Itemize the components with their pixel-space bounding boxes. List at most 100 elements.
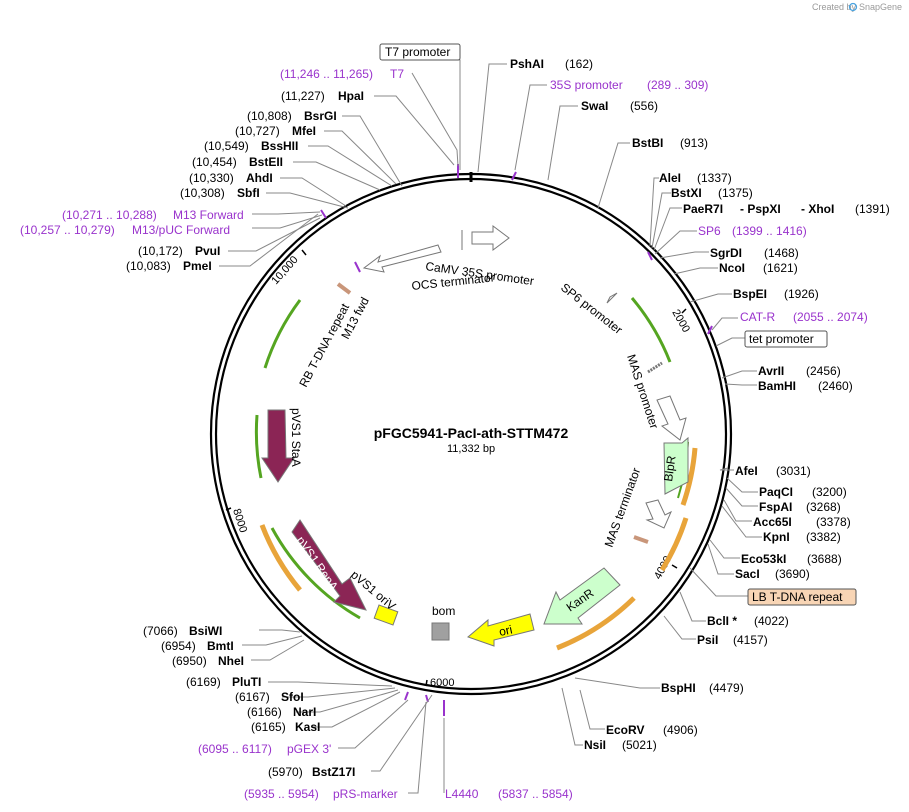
enzyme-bsiwi-pos: (7066) xyxy=(143,624,178,638)
enzyme-mfei-name: MfeI xyxy=(292,124,316,138)
enzyme-kasi-pos: (6165) xyxy=(251,720,286,734)
enzyme-pmei-name: PmeI xyxy=(183,259,212,273)
primer-marks xyxy=(320,164,713,716)
orange-arc-right-1 xyxy=(680,447,698,506)
enzyme-nhei-pos: (6950) xyxy=(172,654,207,668)
ocs-terminator-arrow xyxy=(362,244,442,273)
enzyme-bstxi-name: BstXI xyxy=(671,186,702,200)
enzyme-psii-pos: (4157) xyxy=(733,633,768,647)
orange-arc-left xyxy=(259,524,302,592)
enzyme-swai-name: SwaI xyxy=(581,99,608,113)
lb-tdna-label: LB T-DNA repeat xyxy=(752,590,843,604)
enzyme-pvui-pos: (10,172) xyxy=(138,244,183,258)
primer-catr-name: CAT-R xyxy=(740,310,775,324)
mas-terminator-arrow xyxy=(645,499,673,529)
enzyme-kpni-pos: (3382) xyxy=(806,530,841,544)
sp6-promoter-label: SP6 promoter xyxy=(558,280,625,337)
enzyme-bmti-pos: (6954) xyxy=(161,639,196,653)
tick-marks xyxy=(225,249,687,687)
plasmid-length: 11,332 bp xyxy=(447,443,495,455)
blpr-label: BlpR xyxy=(661,454,679,482)
enzyme-ncoi-pos: (1621) xyxy=(763,261,798,275)
blpr-arrow xyxy=(663,436,689,495)
lb-tdna-box: LB T-DNA repeat xyxy=(747,588,857,606)
ori-arrow xyxy=(467,613,535,647)
enzyme-pspxi-name: - PspXI xyxy=(740,202,781,216)
green-arc-left-upper xyxy=(263,299,302,369)
enzyme-alei-pos: (1337) xyxy=(697,171,732,185)
rb-tdna-mark xyxy=(336,282,352,295)
enzyme-xhoi-pos: (1391) xyxy=(855,202,890,216)
enzyme-bcli-name: BclI * xyxy=(707,614,737,628)
primer-l4440-name: L4440 xyxy=(445,787,479,801)
enzyme-bsphi-pos: (4479) xyxy=(709,681,744,695)
primer-m13-name: M13 Forward xyxy=(173,208,244,222)
enzyme-psii-name: PsiI xyxy=(697,633,718,647)
enzyme-bstz17i-pos: (5970) xyxy=(268,765,303,779)
pvs1-repa-arrow xyxy=(291,519,367,611)
enzyme-pvui-name: PvuI xyxy=(195,244,220,258)
orange-arc-right-2 xyxy=(659,517,689,572)
primer-catr-pos: (2055 .. 2074) xyxy=(793,310,868,324)
enzyme-ecorv-pos: (4906) xyxy=(663,723,698,737)
green-arc-top-right xyxy=(630,297,672,363)
tet-promoter-box: tet promoter xyxy=(744,330,828,348)
enzyme-ahdi-pos: (10,330) xyxy=(189,171,234,185)
enzyme-swai-pos: (556) xyxy=(630,99,658,113)
enzyme-afei-name: AfeI xyxy=(735,464,758,478)
enzyme-hpai-pos: (11,227) xyxy=(281,89,325,103)
enzyme-bmti-name: BmtI xyxy=(207,639,234,653)
mas-promoter-hatch xyxy=(647,361,663,374)
ocs-terminator-label: OCS terminator xyxy=(411,270,495,293)
enzyme-nsii-pos: (5021) xyxy=(622,738,657,752)
enzyme-bspei-pos: (1926) xyxy=(784,287,819,301)
enzyme-paqci-pos: (3200) xyxy=(812,485,847,499)
enzyme-alei-name: AleI xyxy=(659,171,681,185)
t7-promoter-box: T7 promoter xyxy=(379,43,461,61)
enzyme-bstbi-pos: (913) xyxy=(680,136,708,150)
ori-label: ori xyxy=(498,622,514,638)
pvs1-staa-arrow xyxy=(261,409,295,483)
enzyme-nhei-name: NheI xyxy=(218,654,244,668)
enzyme-acc65i-name: Acc65I xyxy=(753,515,792,529)
enzyme-avrii-pos: (2456) xyxy=(806,364,841,378)
enzyme-ahdi-name: AhdI xyxy=(246,171,273,185)
rb-tdna-label: RB T-DNA repeat xyxy=(296,301,352,390)
pvs1-staa-label: pVS1 StaA xyxy=(289,408,303,467)
enzyme-eco53ki-pos: (3688) xyxy=(807,552,842,566)
primer-m13puc-name: M13/pUC Forward xyxy=(132,223,230,237)
enzyme-pshai-name: PshAI xyxy=(510,57,544,71)
green-arc-left-lower xyxy=(270,527,361,620)
primer-pgex-name: pGEX 3' xyxy=(287,742,331,756)
enzyme-sfoi-pos: (6167) xyxy=(235,690,270,704)
snapgene-credit: Created by SnapGene xyxy=(812,2,902,12)
enzyme-eco53ki-name: Eco53kI xyxy=(741,552,786,566)
enzyme-sgrdi-pos: (1468) xyxy=(764,246,799,260)
enzyme-bstz17i-name: BstZ17I xyxy=(312,765,355,779)
primer-t7-pos: (11,246 .. 11,265) xyxy=(280,67,373,81)
pvs1-oriv-box xyxy=(373,604,399,626)
primer-prs-pos: (5935 .. 5954) xyxy=(244,787,319,801)
primer-35s-name: 35S promoter xyxy=(550,78,623,92)
tick-label-6000: 6000 xyxy=(430,677,454,689)
bom-box xyxy=(431,622,450,641)
lb-tdna-mark xyxy=(633,535,649,544)
enzyme-paqci-name: PaqCI xyxy=(759,485,793,499)
enzyme-nari-pos: (6166) xyxy=(247,705,282,719)
enzyme-saci-pos: (3690) xyxy=(775,567,810,581)
primer-t7-name: T7 xyxy=(390,67,404,81)
credit-prefix: Created by xyxy=(812,2,857,12)
enzyme-paer7i-name: PaeR7I xyxy=(683,202,723,216)
enzyme-saci-name: SacI xyxy=(735,567,760,581)
enzyme-sbfi-pos: (10,308) xyxy=(180,186,225,200)
enzyme-fspai-name: FspAI xyxy=(759,500,792,514)
enzyme-mfei-pos: (10,727) xyxy=(235,124,280,138)
enzyme-pshai-pos: (162) xyxy=(565,57,593,71)
primer-m13puc-pos: (10,257 .. 10,279) xyxy=(20,223,115,237)
enzyme-bsiwi-name: BsiWI xyxy=(189,624,222,638)
plasmid-name: pFGC5941-PacI-ath-STTM472 xyxy=(374,425,569,441)
tet-promoter-label: tet promoter xyxy=(749,332,814,346)
enzyme-bsphi-name: BspHI xyxy=(661,681,696,695)
tick-label-2000: 2000 xyxy=(669,308,692,335)
